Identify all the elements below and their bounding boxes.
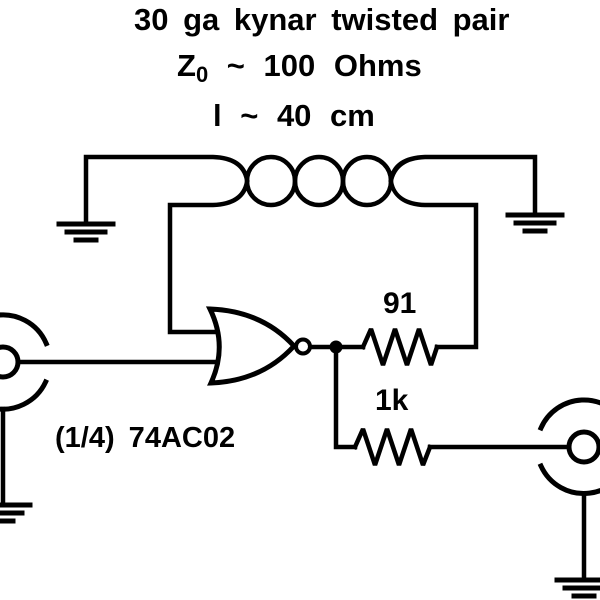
- impedance-subscript: 0: [195, 62, 209, 87]
- bnc-shield-arc: [0, 312, 50, 347]
- bnc-center-pin: [0, 344, 21, 380]
- transmission-line-title: 30 ga kynar twisted pair: [134, 2, 510, 37]
- length-annotation: l ~ 40 cm: [213, 98, 375, 133]
- bnc-shield-arc: [537, 462, 600, 496]
- wire: [388, 179, 479, 350]
- junction-dot: [329, 340, 343, 354]
- resistor-91-label: 91: [383, 287, 417, 320]
- gate-part-label: (1/4) 74AC02: [55, 422, 236, 454]
- bnc-shield-arc: [537, 397, 600, 432]
- resistor-1k-icon: [352, 428, 433, 466]
- bnc-connector-right: [537, 397, 600, 581]
- wire: [388, 154, 538, 216]
- twist-loop: [292, 154, 346, 208]
- impedance-annotation: Z0 ~ 100 Ohms: [177, 48, 422, 87]
- bnc-shield-arc: [0, 378, 49, 412]
- impedance-value: ~ 100 Ohms: [208, 48, 422, 83]
- inverter-bubble: [294, 337, 312, 356]
- impedance-symbol: Z: [177, 48, 196, 83]
- nor-gate-body: [205, 306, 298, 386]
- wire: [167, 179, 250, 335]
- resistor-1k-label: 1k: [375, 384, 409, 417]
- bnc-center-pin: [566, 429, 600, 465]
- resistor-zigzag: [352, 428, 433, 466]
- ground-icon: [56, 221, 116, 243]
- bnc-connector-left: [0, 312, 50, 506]
- ground-icon: [505, 212, 565, 234]
- twist-loop: [244, 154, 298, 208]
- ground-icon: [0, 502, 33, 524]
- ground-icon: [554, 577, 600, 599]
- twisted-pair-icon: [83, 154, 538, 350]
- twist-loop: [340, 154, 394, 208]
- wire: [83, 154, 250, 225]
- nor-gate-icon: [205, 306, 312, 386]
- wire: [333, 347, 358, 450]
- resistor-zigzag: [360, 328, 440, 366]
- resistor-91-icon: [360, 328, 440, 366]
